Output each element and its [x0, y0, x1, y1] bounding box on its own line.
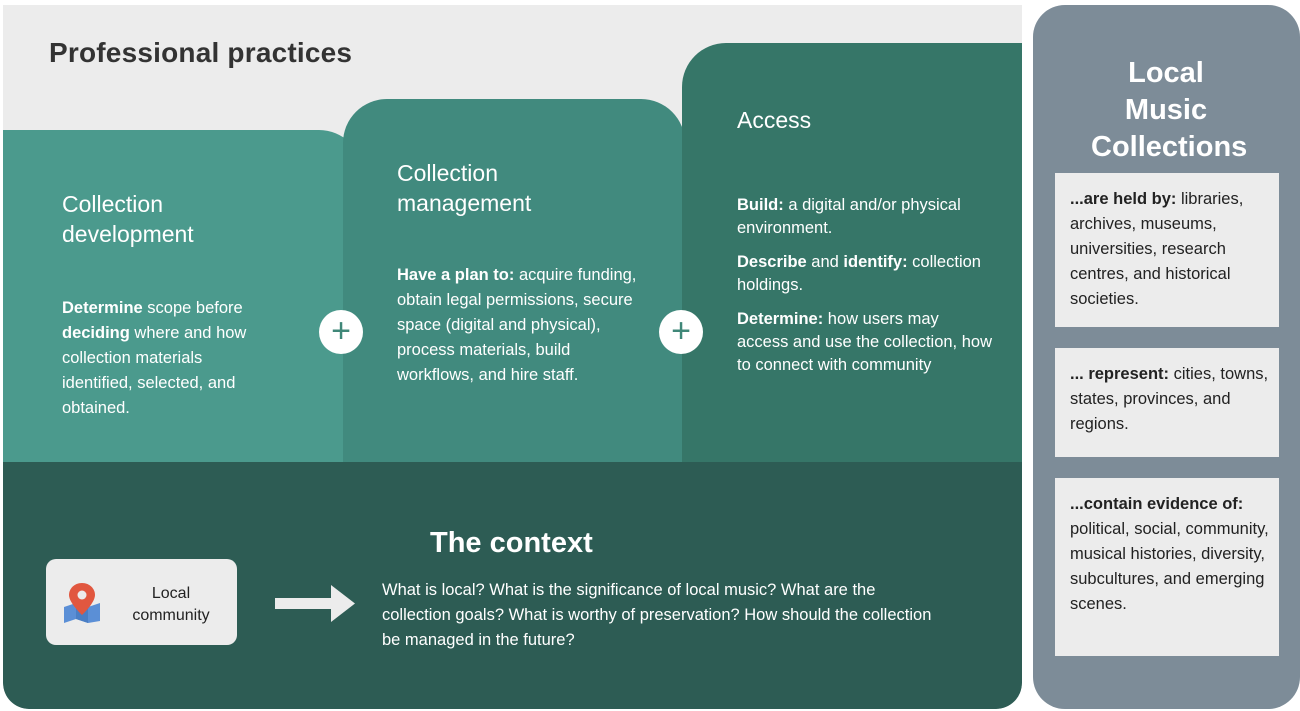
represent-text: cities, towns, states, provinces, and re…: [1070, 365, 1269, 433]
held-by-box: ...are held by: libraries, archives, mus…: [1055, 173, 1279, 327]
identify-label: identify:: [843, 253, 908, 271]
plus-icon: +: [659, 310, 703, 354]
evidence-box: ...contain evidence of: political, socia…: [1055, 478, 1279, 656]
plan-label: Have a plan to:: [397, 266, 515, 284]
determine-access-label: Determine:: [737, 310, 824, 328]
identify-text: collection holdings.: [737, 253, 981, 294]
represent-label: ... represent:: [1070, 365, 1170, 383]
local-community-label: Local community: [132, 585, 210, 624]
represent-box: ... represent: cities, towns, states, pr…: [1055, 348, 1279, 457]
describe-label: Describe: [737, 253, 807, 271]
access-determine-paragraph: Determine: how users may access and use …: [737, 308, 992, 377]
deciding-text: where and how collection materials ident…: [62, 324, 247, 417]
held-by-label: ...are held by:: [1070, 190, 1177, 208]
determine-text: scope before: [142, 299, 243, 317]
collection-development-card: Collection development Determine scope b…: [3, 130, 363, 470]
context-title: The context: [430, 527, 593, 559]
access-card: Access Build: a digital and/or physical …: [682, 43, 1022, 470]
access-text: Build: a digital and/or physical environ…: [737, 194, 992, 388]
sidebar-title: Local Music Collections: [1091, 57, 1248, 163]
determine-label: Determine: [62, 299, 143, 317]
build-label: Build:: [737, 196, 784, 214]
local-community-box: Local community: [46, 559, 237, 645]
access-describe-paragraph: Describe and identify: collection holdin…: [737, 251, 992, 297]
and-text: and: [806, 253, 844, 271]
evidence-text: political, social, community, musical hi…: [1070, 520, 1269, 613]
access-title: Access: [737, 107, 812, 133]
professional-practices-panel: Professional practices Collection develo…: [3, 5, 1022, 709]
collection-management-title: Collection management: [397, 160, 532, 216]
map-pin-icon: [62, 581, 102, 628]
deciding-label: deciding: [62, 324, 130, 342]
determine-access-text: how users may access and use the collect…: [737, 310, 992, 374]
held-by-text: libraries, archives, museums, universiti…: [1070, 190, 1244, 308]
collection-management-text: Have a plan to: acquire funding, obtain …: [397, 263, 647, 388]
plan-text: acquire funding, obtain legal permission…: [397, 266, 637, 384]
access-build-paragraph: Build: a digital and/or physical environ…: [737, 194, 992, 240]
local-music-collections-panel: Local Music Collections ...are held by: …: [1033, 5, 1300, 709]
plus-icon: +: [319, 310, 363, 354]
collection-development-text: Determine scope before deciding where an…: [62, 296, 272, 421]
arrow-right-icon: [275, 585, 355, 628]
collection-management-card: Collection management Have a plan to: ac…: [343, 99, 685, 470]
context-questions: What is local? What is the significance …: [382, 581, 932, 649]
evidence-label: ...contain evidence of:: [1070, 495, 1244, 513]
context-section: The context Local community What is loca…: [3, 462, 1022, 709]
collection-development-title: Collection development: [62, 191, 194, 247]
build-text: a digital and/or physical environment.: [737, 196, 961, 237]
page-title: Professional practices: [49, 37, 353, 68]
